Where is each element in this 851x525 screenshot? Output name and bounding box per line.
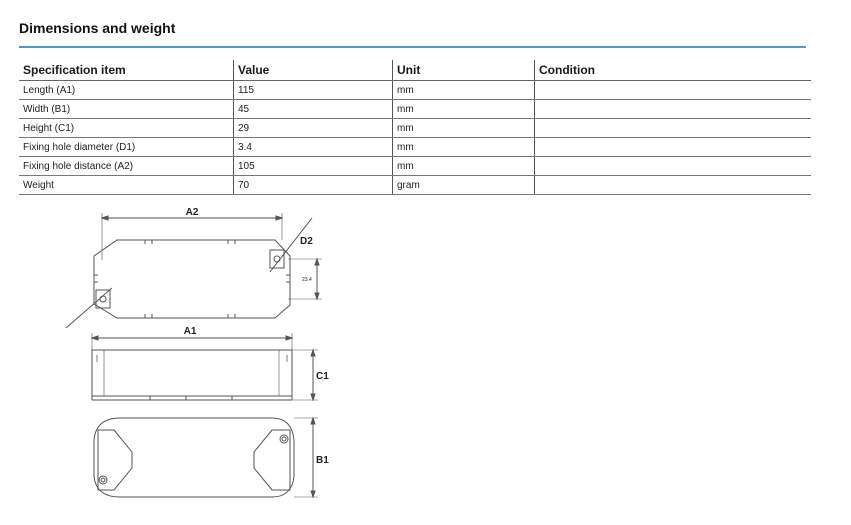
cell-unit: mm	[392, 156, 535, 176]
label-23-4: 23.4	[302, 277, 312, 283]
cell-item: Weight	[19, 175, 234, 195]
table-row: Fixing hole distance (A2) 105 mm	[19, 156, 811, 176]
table-row: Width (B1) 45 mm	[19, 99, 811, 119]
cell-value: 105	[233, 156, 393, 176]
cell-value: 115	[233, 80, 393, 100]
cell-condition	[534, 175, 811, 195]
cell-value: 29	[233, 118, 393, 138]
header-condition: Condition	[534, 60, 811, 81]
cell-item: Fixing hole diameter (D1)	[19, 137, 234, 157]
top-view	[65, 213, 322, 329]
header-specification-item: Specification item	[19, 60, 234, 81]
bottom-view	[93, 416, 318, 499]
header-value: Value	[233, 60, 393, 81]
cell-unit: mm	[392, 137, 535, 157]
cell-item: Width (B1)	[19, 99, 234, 119]
label-d2: D2	[300, 236, 313, 247]
table-row: Weight 70 gram	[19, 175, 811, 195]
header-unit: Unit	[392, 60, 535, 81]
table-row: Length (A1) 115 mm	[19, 80, 811, 100]
section-divider	[19, 46, 806, 48]
table-row: Fixing hole diameter (D1) 3.4 mm	[19, 137, 811, 157]
cell-item: Height (C1)	[19, 118, 234, 138]
label-a1: A1	[184, 326, 197, 337]
cell-condition	[534, 118, 811, 138]
cell-item: Fixing hole distance (A2)	[19, 156, 234, 176]
cell-condition	[534, 99, 811, 119]
section-title: Dimensions and weight	[19, 20, 176, 36]
cell-value: 70	[233, 175, 393, 195]
side-view	[90, 333, 318, 402]
label-a2: A2	[186, 207, 199, 218]
cell-condition	[534, 137, 811, 157]
table-header-row: Specification item Value Unit Condition	[19, 60, 811, 81]
cell-condition	[534, 156, 811, 176]
table-row: Height (C1) 29 mm	[19, 118, 811, 138]
dimension-drawing: A2 D2 23.4 A1 C1 B1	[65, 207, 329, 499]
label-c1: C1	[316, 371, 329, 382]
cell-unit: gram	[392, 175, 535, 195]
cell-value: 45	[233, 99, 393, 119]
spec-table: Specification item Value Unit Condition …	[19, 60, 811, 195]
cell-value: 3.4	[233, 137, 393, 157]
cell-unit: mm	[392, 99, 535, 119]
cell-unit: mm	[392, 80, 535, 100]
cell-unit: mm	[392, 118, 535, 138]
cell-item: Length (A1)	[19, 80, 234, 100]
label-b1: B1	[316, 455, 329, 466]
cell-condition	[534, 80, 811, 100]
